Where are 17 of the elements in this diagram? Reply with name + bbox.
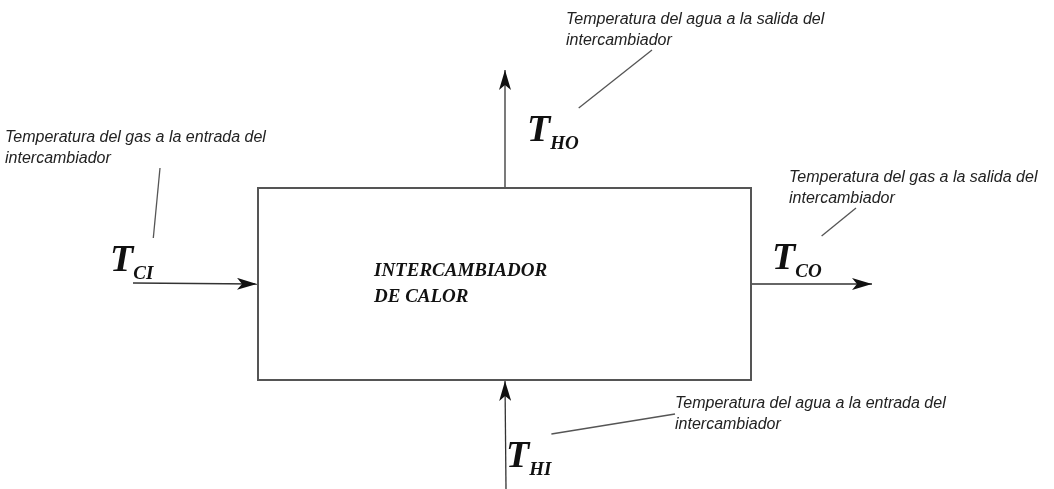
leader-line	[152, 167, 161, 239]
temperature-symbol: T$_{HO}$	[527, 108, 579, 163]
annotation-text: Temperatura del gas a la salida del intercambiador	[789, 166, 1054, 208]
temperature-symbol: T$_{CO}$	[772, 236, 822, 291]
heat-exchanger-box	[257, 187, 752, 381]
annotation-text: Temperatura del agua a la salida del intercambiador	[566, 8, 866, 50]
leader-line	[578, 49, 653, 109]
annotation-text: Temperatura del gas a la entrada del intercambiador	[5, 126, 305, 168]
temperature-symbol: T$_{HI}$	[506, 434, 552, 489]
flow-arrow	[751, 278, 873, 290]
temperature-symbol: T$_{CI}$	[110, 238, 154, 283]
leader-line	[821, 207, 857, 237]
flow-arrow	[132, 277, 258, 290]
annotation-text: Temperatura del agua a la entrada del intercambiador	[675, 392, 975, 434]
flow-arrow	[499, 69, 511, 188]
flow-arrow	[499, 380, 512, 489]
leader-line	[550, 413, 676, 435]
